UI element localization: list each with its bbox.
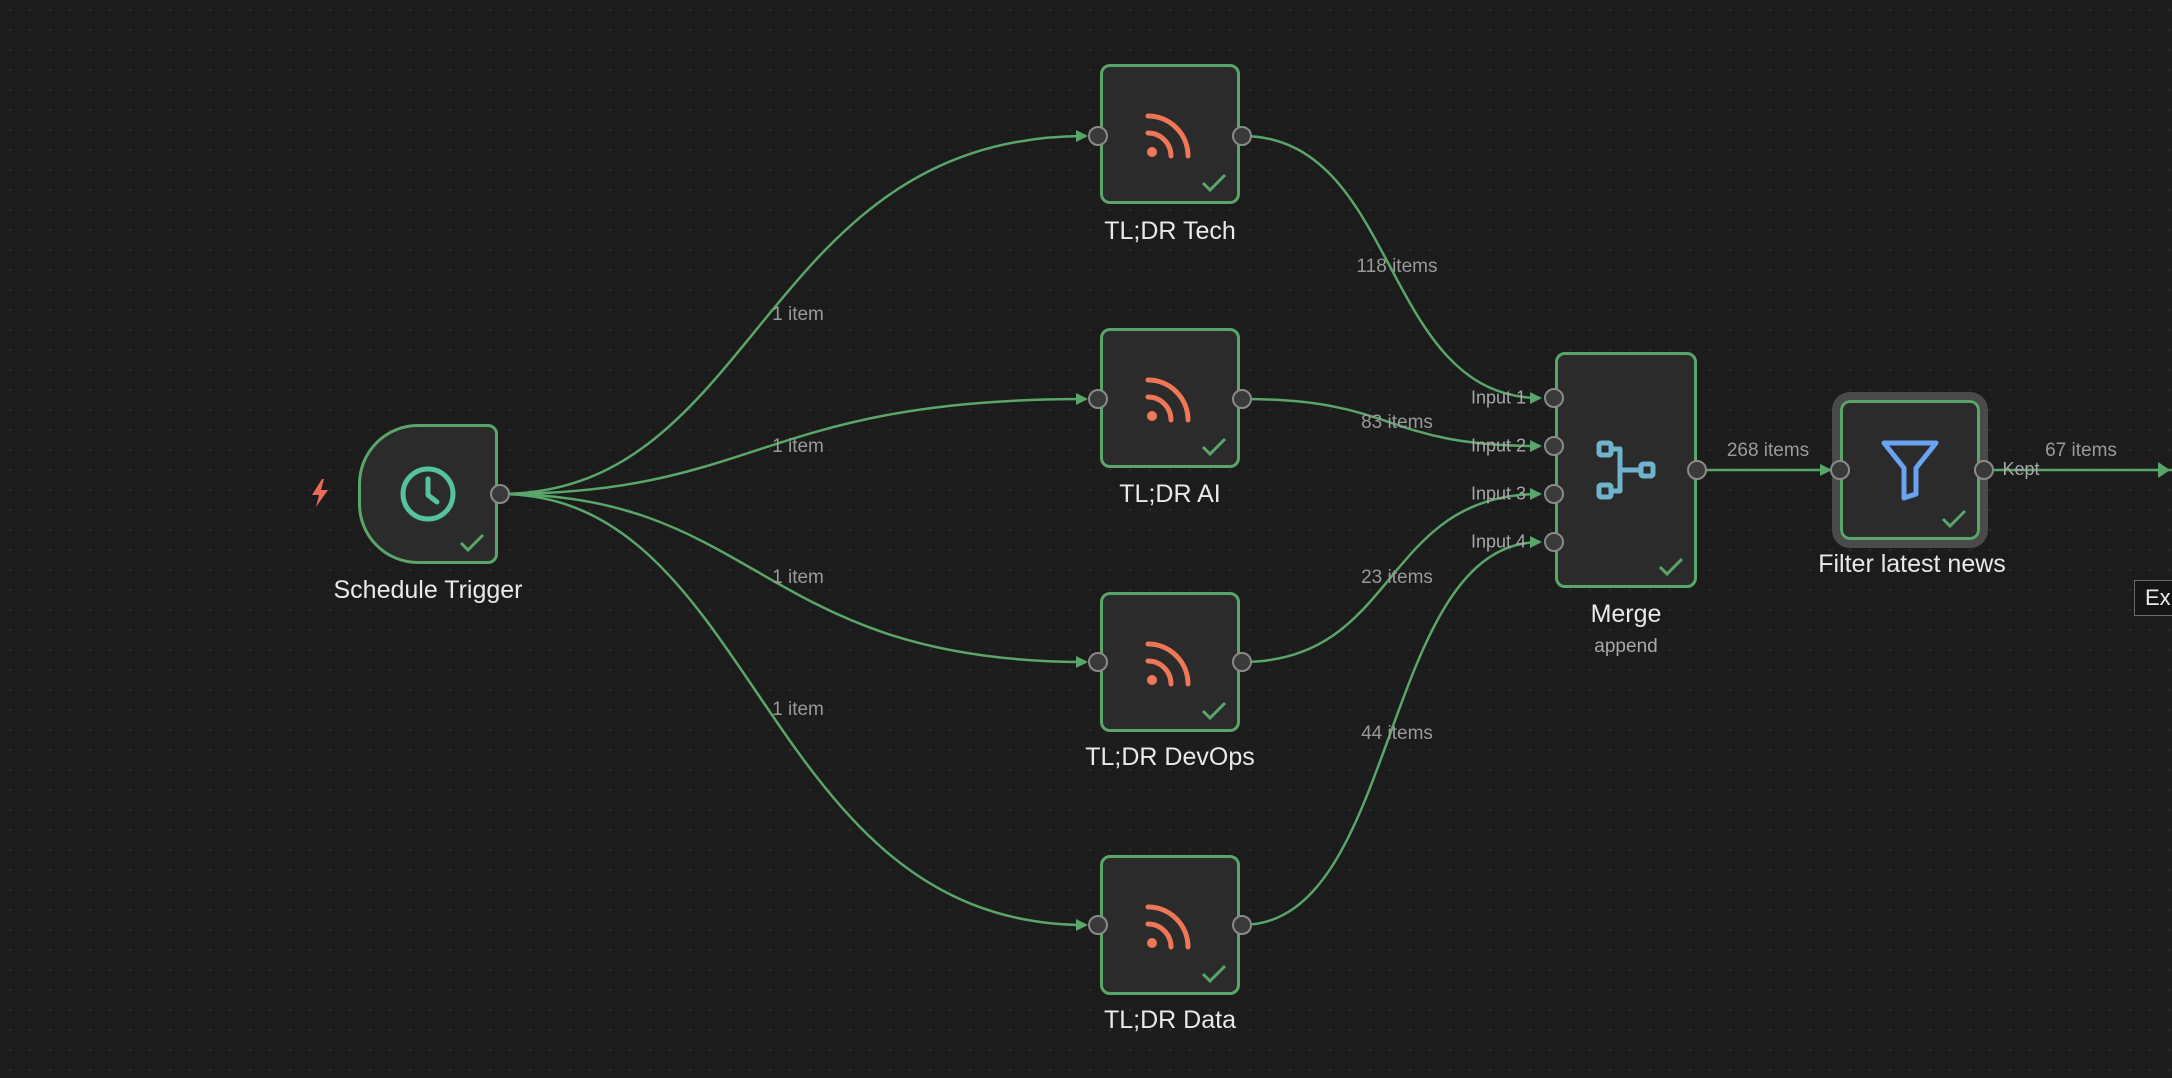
success-check-icon	[1658, 557, 1684, 577]
next-node-input-arrow-icon	[2158, 462, 2170, 478]
lightning-bolt-icon	[312, 479, 328, 507]
edge-label-ai-to-merge: 83 items	[1361, 412, 1433, 433]
success-check-icon	[1941, 509, 1967, 529]
merge-input-2-label: Input 2	[1470, 435, 1526, 456]
tldr-ai-node[interactable]	[1100, 328, 1240, 468]
edge-devops-to-merge[interactable]	[1241, 488, 1542, 664]
schedule-trigger-label: Schedule Trigger	[333, 576, 523, 604]
success-check-icon	[1201, 437, 1227, 457]
edge-label-trigger-to-ai: 1 item	[772, 436, 824, 457]
edge-label-trigger-to-devops: 1 item	[772, 567, 824, 588]
rss-icon	[1145, 113, 1191, 159]
tldr-devops-label: TL;DR DevOps	[1085, 743, 1255, 771]
funnel-icon	[1881, 440, 1939, 501]
edge-tech-to-merge[interactable]	[1241, 134, 1542, 404]
merge-input-3-label: Input 3	[1470, 483, 1526, 504]
filter-latest-news-label: Filter latest news	[1818, 550, 2006, 578]
edge-label-tech-to-merge: 118 items	[1356, 256, 1438, 277]
schedule-trigger-output-port[interactable]	[490, 484, 510, 504]
merge-input-2-port[interactable]	[1544, 436, 1564, 456]
tldr-ai-label: TL;DR AI	[1119, 480, 1221, 508]
edge-label-devops-to-merge: 23 items	[1361, 567, 1433, 588]
merge-input-4-label: Input 4	[1470, 531, 1526, 552]
tldr-tech-output-port[interactable]	[1232, 126, 1252, 146]
edge-trigger-to-data[interactable]	[499, 492, 1088, 931]
success-check-icon	[1201, 173, 1227, 193]
merge-icon	[1596, 440, 1656, 500]
merge-output-port[interactable]	[1687, 460, 1707, 480]
schedule-trigger-node[interactable]	[358, 424, 498, 564]
filter-input-port[interactable]	[1830, 460, 1850, 480]
tldr-data-label: TL;DR Data	[1104, 1006, 1236, 1034]
tldr-devops-node[interactable]	[1100, 592, 1240, 732]
tldr-tech-label: TL;DR Tech	[1104, 217, 1236, 245]
edge-ai-to-merge[interactable]	[1241, 397, 1542, 452]
filter-kept-output-label: Kept	[2002, 459, 2040, 479]
filter-output-port[interactable]	[1974, 460, 1994, 480]
rss-icon	[1145, 377, 1191, 423]
tldr-ai-input-port[interactable]	[1088, 389, 1108, 409]
edge-trigger-to-devops[interactable]	[499, 492, 1088, 668]
edge-label-data-to-merge: 44 items	[1361, 723, 1433, 744]
tldr-data-input-port[interactable]	[1088, 915, 1108, 935]
tldr-devops-output-port[interactable]	[1232, 652, 1252, 672]
clock-icon	[400, 466, 456, 522]
merge-input-3-port[interactable]	[1544, 484, 1564, 504]
filter-latest-news-node[interactable]	[1832, 392, 1988, 548]
tldr-tech-node[interactable]	[1100, 64, 1240, 204]
edge-label-filter-to-next: 67 items	[2045, 440, 2117, 461]
rss-icon	[1145, 641, 1191, 687]
rss-icon	[1145, 904, 1191, 950]
next-node-clipped[interactable]: Ex	[2134, 580, 2172, 616]
success-check-icon	[1201, 701, 1227, 721]
merge-mode-label: append	[1594, 636, 1658, 657]
edge-label-trigger-to-tech: 1 item	[772, 304, 824, 325]
merge-label: Merge	[1590, 600, 1662, 628]
merge-input-1-label: Input 1	[1470, 387, 1526, 408]
tldr-devops-input-port[interactable]	[1088, 652, 1108, 672]
tldr-ai-output-port[interactable]	[1232, 389, 1252, 409]
edge-label-trigger-to-data: 1 item	[772, 699, 824, 720]
tldr-data-node[interactable]	[1100, 855, 1240, 995]
success-check-icon	[1201, 964, 1227, 984]
merge-node[interactable]	[1555, 352, 1697, 588]
tldr-tech-input-port[interactable]	[1088, 126, 1108, 146]
edge-trigger-to-ai[interactable]	[499, 393, 1088, 496]
merge-input-1-port[interactable]	[1544, 388, 1564, 408]
tldr-data-output-port[interactable]	[1232, 915, 1252, 935]
edge-label-merge-to-filter: 268 items	[1726, 440, 1810, 461]
edge-data-to-merge[interactable]	[1241, 536, 1542, 927]
merge-input-4-port[interactable]	[1544, 532, 1564, 552]
success-check-icon	[459, 533, 485, 553]
edge-trigger-to-tech[interactable]	[499, 130, 1088, 496]
